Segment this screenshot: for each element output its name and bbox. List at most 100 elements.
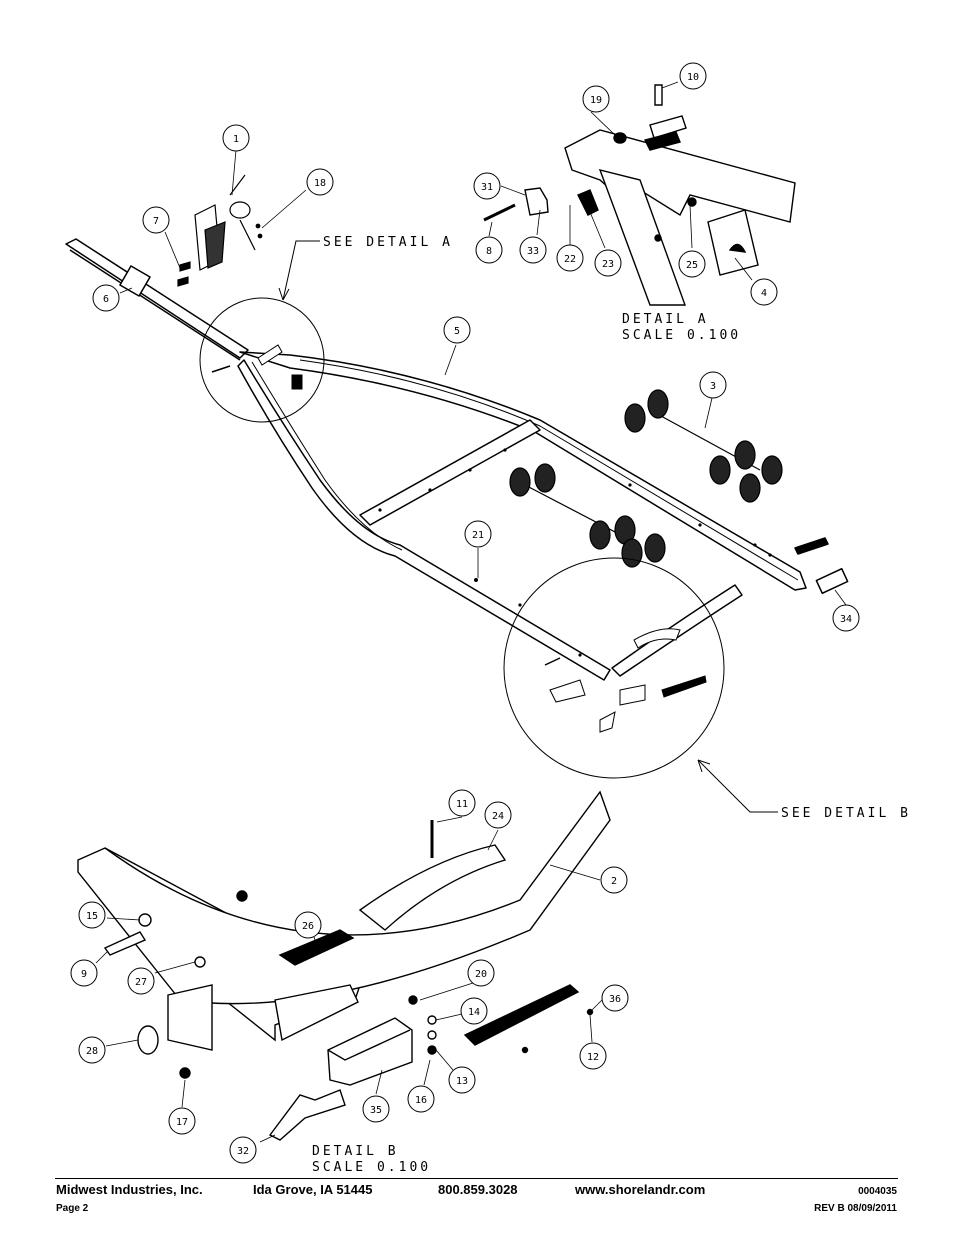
footer-website: www.shorelandr.com <box>575 1182 706 1197</box>
svg-text:24: 24 <box>492 811 504 822</box>
callout-10: 10 <box>679 62 707 90</box>
callout-14: 14 <box>460 997 488 1025</box>
callout-22: 22 <box>556 244 584 272</box>
callout-27: 27 <box>127 967 155 995</box>
callout-21: 21 <box>464 520 492 548</box>
svg-text:3: 3 <box>710 381 716 392</box>
callout-20: 20 <box>467 959 495 987</box>
callout-23: 23 <box>594 249 622 277</box>
callout-18: 18 <box>306 168 334 196</box>
callout-31: 31 <box>473 172 501 200</box>
footer-phone: 800.859.3028 <box>438 1182 518 1197</box>
svg-text:34: 34 <box>840 614 852 625</box>
right-main-rail <box>239 351 807 591</box>
svg-text:11: 11 <box>456 799 468 810</box>
svg-text:23: 23 <box>602 259 614 270</box>
callout-33: 33 <box>519 236 547 264</box>
callout-25: 25 <box>678 250 706 278</box>
svg-text:6: 6 <box>103 294 109 305</box>
coupler-bracket <box>119 265 151 297</box>
detail-a-components <box>483 84 796 306</box>
winch-assembly <box>177 174 263 287</box>
svg-text:22: 22 <box>564 254 576 265</box>
callout-3: 3 <box>699 371 727 399</box>
callout-16: 16 <box>407 1085 435 1113</box>
svg-text:10: 10 <box>687 72 699 83</box>
callout-17: 17 <box>168 1107 196 1135</box>
svg-text:7: 7 <box>153 216 159 227</box>
svg-text:2: 2 <box>611 876 617 887</box>
svg-text:20: 20 <box>475 969 487 980</box>
detail-b-components <box>77 790 611 1141</box>
svg-text:26: 26 <box>302 921 314 932</box>
svg-text:32: 32 <box>237 1146 249 1157</box>
fender-24 <box>358 844 507 931</box>
step-pad-right <box>794 537 829 555</box>
svg-text:15: 15 <box>86 911 98 922</box>
callout-15: 15 <box>78 901 106 929</box>
left-main-rail <box>237 359 611 681</box>
callout-13: 13 <box>448 1066 476 1094</box>
svg-text:9: 9 <box>81 969 87 980</box>
callout-26: 26 <box>294 911 322 939</box>
footer-rule <box>55 1178 898 1179</box>
callout-6: 6 <box>92 284 120 312</box>
callout-19: 19 <box>582 85 610 113</box>
svg-text:31: 31 <box>481 182 493 193</box>
callout-12: 12 <box>579 1042 607 1070</box>
callout-36: 36 <box>601 984 629 1012</box>
callout-28: 28 <box>78 1036 106 1064</box>
footer-revision: REV B 08/09/2011 <box>814 1203 897 1214</box>
svg-text:16: 16 <box>415 1095 427 1106</box>
callout-9: 9 <box>70 959 98 987</box>
footer-location: Ida Grove, IA 51445 <box>253 1182 373 1197</box>
callout-11: 11 <box>448 789 476 817</box>
callout-4: 4 <box>750 278 778 306</box>
roller-assembly-rear <box>509 463 666 568</box>
svg-text:35: 35 <box>370 1105 382 1116</box>
tongue-tube <box>65 238 249 359</box>
footer-company: Midwest Industries, Inc. <box>56 1182 203 1197</box>
svg-text:21: 21 <box>472 530 484 541</box>
svg-text:27: 27 <box>135 977 147 988</box>
callout-35: 35 <box>362 1095 390 1123</box>
svg-text:17: 17 <box>176 1117 188 1128</box>
callout-1: 1 <box>222 124 250 152</box>
callout-8: 8 <box>475 236 503 264</box>
detail-b-scale: SCALE 0.100 <box>312 1160 431 1175</box>
tongue-detail <box>564 129 796 223</box>
callout-24: 24 <box>484 801 512 829</box>
svg-text:12: 12 <box>587 1052 599 1063</box>
detail-b-title: DETAIL B <box>312 1144 399 1159</box>
svg-text:5: 5 <box>454 326 460 337</box>
see-detail-leaders <box>278 240 778 813</box>
callout-32: 32 <box>229 1136 257 1164</box>
see-detail-b-label: SEE DETAIL B <box>781 806 911 821</box>
svg-text:19: 19 <box>590 95 602 106</box>
svg-text:33: 33 <box>527 246 539 257</box>
svg-text:18: 18 <box>314 178 326 189</box>
svg-text:36: 36 <box>609 994 621 1005</box>
callout-5: 5 <box>443 316 471 344</box>
callout-7: 7 <box>142 206 170 234</box>
svg-text:4: 4 <box>761 288 767 299</box>
detail-a-scale: SCALE 0.100 <box>622 328 741 343</box>
svg-text:1: 1 <box>233 134 239 145</box>
roller-assembly-front <box>624 389 783 503</box>
footer-page: Page 2 <box>56 1203 89 1214</box>
front-cross-member <box>359 419 541 526</box>
svg-text:25: 25 <box>686 260 698 271</box>
detail-b-circle <box>503 557 725 779</box>
trailer-assembly-drawing: 1 18 7 6 19 10 31 8 33 22 23 25 4 5 3 21… <box>65 62 911 1175</box>
see-detail-a-label: SEE DETAIL A <box>323 235 453 250</box>
callout-leaders <box>95 81 847 1143</box>
tail-light-right <box>815 567 849 595</box>
svg-text:13: 13 <box>456 1076 468 1087</box>
light-bar-36 <box>463 984 580 1046</box>
svg-text:8: 8 <box>486 246 492 257</box>
box-35 <box>327 1017 413 1086</box>
step-pad-26 <box>278 929 355 966</box>
detail-a-title: DETAIL A <box>622 312 709 327</box>
footer-part-number: 0004035 <box>858 1186 897 1197</box>
callout-34: 34 <box>832 604 860 632</box>
